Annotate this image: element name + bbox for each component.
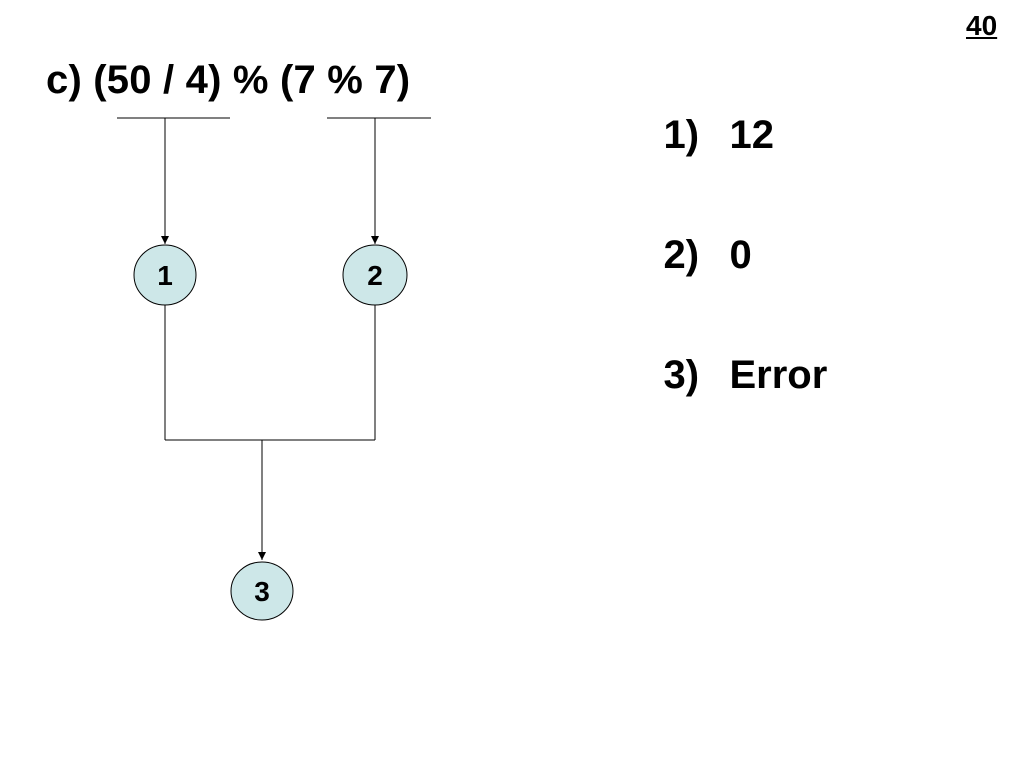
- answer-option-1-text: 12: [729, 113, 774, 157]
- node-3-circle: [230, 561, 294, 621]
- node-1-circle: [133, 244, 197, 306]
- node-2-circle: [342, 244, 408, 306]
- answer-option-3-number: 3): [663, 353, 700, 397]
- node-2-label: 2: [367, 260, 383, 291]
- node-2: 2: [342, 244, 408, 306]
- node-1-label: 1: [157, 260, 173, 291]
- answer-options-list: 1) 12 2) 0 3) Error: [619, 66, 827, 426]
- answer-option-1: 1) 12: [619, 66, 827, 186]
- answer-option-2-text: 0: [729, 233, 752, 277]
- answer-option-2: 2) 0: [619, 186, 827, 306]
- node-1: 1: [133, 244, 197, 306]
- answer-option-1-number: 1): [663, 113, 700, 157]
- expression-title: c) (50 / 4) % (7 % 7): [46, 58, 411, 102]
- answer-option-2-number: 2): [663, 233, 700, 277]
- node-3-label: 3: [254, 576, 270, 607]
- node-3: 3: [230, 561, 294, 621]
- answer-option-3-text: Error: [729, 353, 828, 397]
- page-number: 40: [966, 10, 998, 41]
- answer-option-3: 3) Error: [619, 306, 827, 426]
